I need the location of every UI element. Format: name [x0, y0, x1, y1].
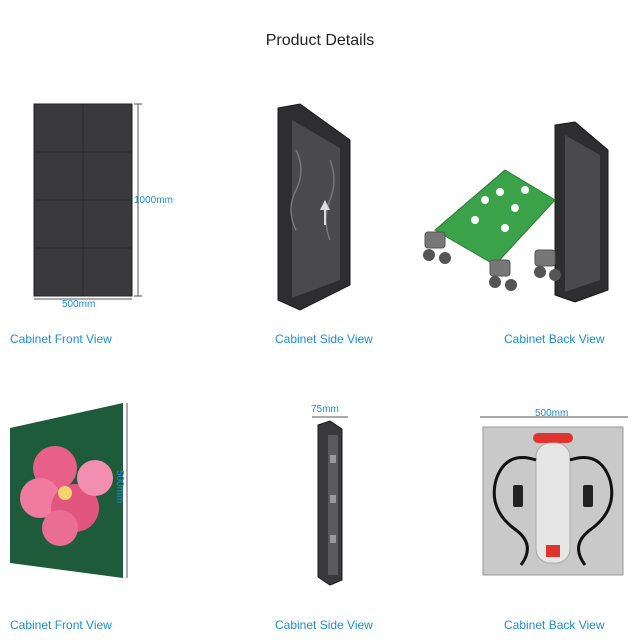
caption-cabinet-side-view: Cabinet Side View: [275, 332, 373, 346]
cabinet-back-square-image: [480, 416, 628, 576]
caption-cabinet-front-view: Cabinet Front View: [10, 332, 112, 346]
flower-height-label: 500mm: [114, 470, 125, 504]
back-width-label: 500mm: [535, 408, 569, 419]
front-width-label: 500mm: [62, 299, 96, 310]
side-depth-label: 75mm: [311, 404, 339, 415]
cabinet-side-profile-image: [312, 416, 348, 586]
page-title: Product Details: [265, 32, 375, 49]
front-height-label: 1000mm: [134, 195, 173, 206]
cabinet-side-view-image: [277, 103, 351, 311]
cabinet-front-view-image: [33, 103, 142, 300]
caption-cabinet-back-view-2: Cabinet Back View: [504, 618, 605, 632]
cabinet-back-view-image: [423, 121, 609, 303]
cabinet-front-view-flower-image: [10, 403, 128, 578]
caption-cabinet-side-view-2: Cabinet Side View: [275, 618, 373, 632]
caption-cabinet-back-view: Cabinet Back View: [504, 332, 605, 346]
caption-cabinet-front-view-2: Cabinet Front View: [10, 618, 112, 632]
